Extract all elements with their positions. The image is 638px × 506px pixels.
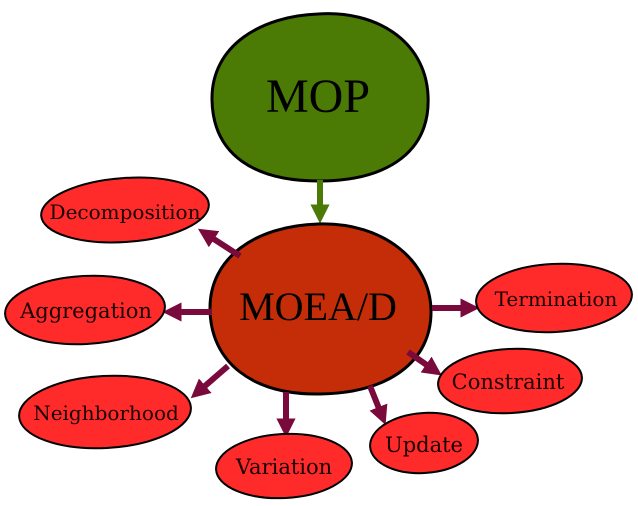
neighborhood-shape xyxy=(18,374,192,450)
mop-label: MOP xyxy=(266,70,370,123)
update-shape xyxy=(369,411,479,475)
moead-node-shape xyxy=(208,222,433,396)
aggregation-label: Aggregation xyxy=(19,299,152,323)
update-label: Update xyxy=(385,433,463,457)
update-node: Update xyxy=(369,411,479,475)
termination-label: Termination xyxy=(495,287,618,311)
moead-label: MOEA/D xyxy=(239,284,397,329)
arrow-to-update xyxy=(367,384,388,425)
arrow-to-neighborhood xyxy=(190,363,230,399)
decomposition-shape xyxy=(40,176,210,244)
aggregation-node: Aggregation xyxy=(4,274,166,346)
moead-node: MOEA/D xyxy=(208,222,433,396)
arrow-to-decomposition xyxy=(197,228,242,259)
aggregation-shape xyxy=(4,274,166,346)
decomposition-node: Decomposition xyxy=(40,176,210,244)
neighborhood-label: Neighborhood xyxy=(33,401,179,425)
decomposition-label: Decomposition xyxy=(50,200,201,224)
arrow-to-constraint xyxy=(406,349,442,376)
constraint-node: Constraint xyxy=(437,347,583,415)
termination-node: Termination xyxy=(475,262,633,334)
constraint-shape xyxy=(437,347,583,415)
variation-shape xyxy=(215,432,353,500)
variation-node: Variation xyxy=(215,432,353,500)
variation-label: Variation xyxy=(235,455,332,479)
termination-shape xyxy=(475,262,633,334)
constraint-label: Constraint xyxy=(452,370,565,394)
neighborhood-node: Neighborhood xyxy=(18,374,192,450)
mop-node: MOP xyxy=(210,12,430,183)
